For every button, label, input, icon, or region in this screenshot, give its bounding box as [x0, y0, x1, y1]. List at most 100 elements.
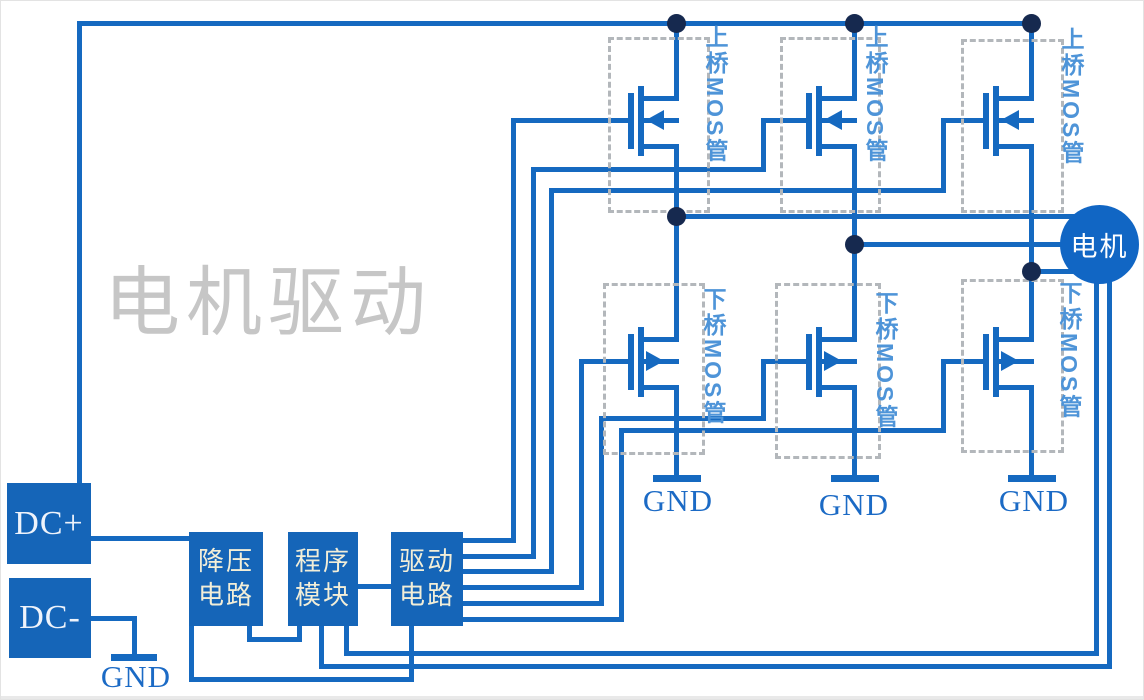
wire-segment: [993, 327, 999, 397]
wire-segment: [344, 625, 349, 656]
mosfet-arrow-icon: [646, 351, 664, 371]
wire-segment: [831, 475, 879, 482]
low-side-mos-box-1: [603, 283, 705, 455]
wire-segment: [999, 337, 1034, 342]
wire-segment: [531, 167, 536, 559]
mosfet-arrow-icon: [824, 351, 842, 371]
wire-segment: [1029, 147, 1034, 339]
low-side-mos-box-2: [775, 283, 881, 459]
wire-segment: [599, 416, 766, 421]
wire-segment: [852, 21, 857, 101]
wire-segment: [319, 625, 324, 669]
wire-segment: [297, 625, 302, 642]
low-side-mos-label-3: 下桥MOS管: [1056, 281, 1082, 421]
wire-segment: [247, 625, 252, 642]
wire-segment: [761, 118, 766, 172]
high-side-mos-label-3: 上桥MOS管: [1058, 27, 1084, 167]
wire-segment: [822, 96, 857, 101]
wire-segment: [89, 616, 137, 621]
wire-segment: [638, 86, 644, 156]
wire-segment: [1107, 277, 1112, 669]
gnd-label-dc: GND: [100, 659, 172, 694]
wire-segment: [356, 584, 393, 589]
wire-segment: [77, 21, 82, 485]
driver-circuit-block: 驱动 电路: [391, 532, 463, 626]
wire-segment: [999, 144, 1034, 149]
junction-dot: [667, 207, 686, 226]
wire-segment: [852, 389, 857, 477]
high-side-mos-label-2: 上桥MOS管: [862, 25, 888, 165]
dc-minus-label: DC-: [19, 599, 81, 636]
program-label-line2: 模块: [294, 580, 351, 610]
wire-segment: [1008, 475, 1056, 482]
wire-segment: [599, 416, 604, 606]
high-side-mos-box-3: [961, 39, 1064, 213]
wire-segment: [999, 385, 1034, 390]
gnd-label-phase1: GND: [642, 483, 714, 518]
wire-segment: [189, 677, 414, 682]
wire-segment: [644, 144, 679, 149]
wire-segment: [761, 359, 812, 364]
low-side-mos-label-1: 下桥MOS管: [700, 287, 726, 427]
wire-segment: [941, 359, 946, 433]
junction-dot: [1022, 262, 1041, 281]
buck-circuit-block: 降压 电路: [189, 532, 263, 626]
dc-plus-block: DC+: [7, 483, 91, 564]
gnd-label-phase3: GND: [998, 483, 1070, 518]
wire-segment: [344, 651, 1099, 656]
junction-dot: [845, 14, 864, 33]
wire-segment: [319, 664, 1112, 669]
frame-bottom-edge: [1, 696, 1143, 699]
wire-segment: [531, 167, 766, 172]
wire-segment: [511, 118, 634, 123]
wire-segment: [1029, 389, 1034, 477]
wire-segment: [644, 337, 679, 342]
wire-segment: [549, 188, 554, 574]
wire-segment: [463, 554, 536, 559]
wire-segment: [644, 385, 679, 390]
wire-segment: [674, 214, 1076, 219]
wire-segment: [638, 327, 644, 397]
wire-segment: [653, 475, 701, 482]
wire-segment: [511, 118, 516, 543]
wire-segment: [1029, 21, 1034, 101]
wire-segment: [999, 96, 1034, 101]
low-side-mos-label-2: 下桥MOS管: [872, 291, 898, 431]
wire-segment: [619, 428, 624, 622]
mosfet-arrow-icon: [1001, 110, 1019, 130]
wire-segment: [941, 118, 989, 123]
wire-segment: [761, 118, 812, 123]
wire-segment: [89, 536, 191, 541]
wire-segment: [644, 96, 679, 101]
wire-segment: [822, 144, 857, 149]
wire-segment: [852, 242, 1063, 247]
wire-segment: [674, 389, 679, 477]
wire-segment: [674, 21, 679, 101]
watermark-text: 电机驱动: [104, 261, 432, 346]
high-side-mos-label-1: 上桥MOS管: [702, 25, 728, 165]
wire-segment: [1094, 277, 1099, 656]
high-side-mos-box-2: [780, 37, 881, 213]
wire-segment: [463, 585, 584, 590]
wire-segment: [761, 359, 766, 421]
wire-segment: [941, 118, 946, 193]
wire-segment: [189, 625, 194, 682]
motor-node: 电机: [1060, 205, 1139, 284]
wire-segment: [941, 359, 989, 364]
wire-segment: [619, 428, 946, 433]
wire-segment: [579, 359, 634, 364]
dc-plus-label: DC+: [14, 504, 84, 542]
junction-dot: [845, 235, 864, 254]
wire-segment: [579, 359, 584, 590]
buck-label-line1: 降压: [197, 546, 254, 577]
mosfet-arrow-icon: [824, 110, 842, 130]
wire-segment: [822, 337, 857, 342]
wire-segment: [111, 654, 157, 661]
wire-segment: [247, 637, 302, 642]
mosfet-arrow-icon: [1001, 351, 1019, 371]
wire-segment: [822, 385, 857, 390]
wire-segment: [993, 86, 999, 156]
wire-segment: [463, 601, 604, 606]
wire-segment: [463, 569, 554, 574]
